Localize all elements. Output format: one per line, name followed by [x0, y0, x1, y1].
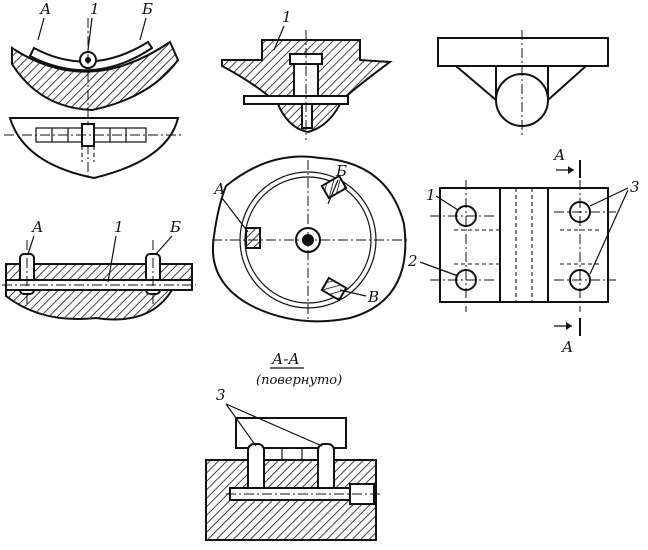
pins-section-view: [2, 240, 196, 321]
label-fig1-a: А: [39, 0, 51, 18]
bracket-front-view: [437, 30, 609, 138]
label-fig3-a: А: [31, 218, 43, 236]
label-fig2-a: А: [213, 180, 225, 198]
round-plate-plan-view: [211, 155, 408, 323]
section-subtitle: (повернуто): [256, 373, 342, 388]
label-fig2-v: В: [367, 288, 379, 306]
label-section-3: 3: [216, 386, 226, 404]
arc-pad-plan-view: [4, 117, 182, 180]
label-fig3-b: Б: [169, 218, 181, 236]
bracket-plan-view: [430, 160, 616, 336]
stop-b: [320, 174, 348, 200]
stop-v: [320, 276, 348, 302]
label-fig4-2: 2: [407, 252, 418, 270]
label-fig4-3: 3: [630, 178, 640, 196]
label-section-a-top: А: [553, 146, 565, 164]
label-fig1-b: Б: [141, 0, 153, 18]
label-section-a-bottom: А: [561, 338, 573, 356]
body-section-view: [221, 30, 393, 140]
label-fig2-b: Б: [335, 162, 347, 180]
label-fig3-1: 1: [114, 218, 124, 236]
stop-a: [245, 227, 261, 249]
label-fig4-1: 1: [426, 186, 436, 204]
arc-pad-front-view: [11, 18, 180, 180]
label-fig1-1: 1: [90, 0, 100, 18]
section-title: А-А: [271, 350, 300, 368]
section-a-a-view: [205, 417, 380, 541]
label-fig2-top-1: 1: [282, 8, 292, 26]
